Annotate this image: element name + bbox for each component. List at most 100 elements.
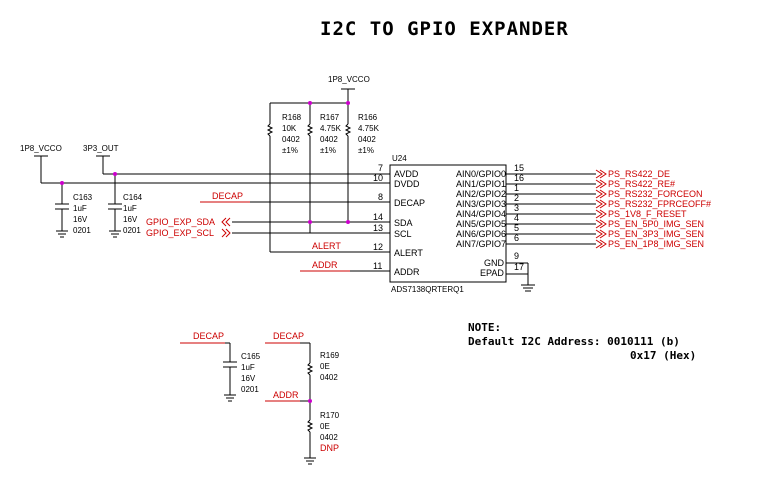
- note-heading: NOTE:: [468, 321, 501, 334]
- top-power-rail: 1P8_VCCO: [270, 75, 370, 104]
- ic-ref: U24: [392, 154, 407, 163]
- r169-package: 0402: [320, 373, 338, 382]
- pin-num-15: 15: [514, 163, 524, 173]
- output-net-2: PS_RS232_FORCEON: [608, 189, 703, 199]
- capacitor-c165: DECAP C165 1uF 16V 0201: [180, 331, 261, 402]
- pin-num-2: 2: [514, 193, 519, 203]
- output-net-7: PS_EN_1P8_IMG_SEN: [608, 239, 704, 249]
- r166-package: 0402: [358, 135, 376, 144]
- r168-ref: R168: [282, 113, 302, 122]
- pin-name-gpio1: AIN1/GPIO1: [456, 179, 506, 189]
- pin-num-9: 9: [514, 251, 519, 261]
- pin-num-17: 17: [514, 262, 524, 272]
- c163-ref: C163: [73, 193, 93, 202]
- decap-net-label-2: DECAP: [193, 331, 224, 341]
- pin-name-gpio3: AIN3/GPIO3: [456, 199, 506, 209]
- resistor-r166: R166 4.75K 0402 ±1%: [344, 103, 380, 222]
- pin-num-8: 8: [378, 192, 383, 202]
- pin-num-13: 13: [373, 223, 383, 233]
- left-3p3-label: 3P3_OUT: [83, 144, 119, 153]
- c165-voltage: 16V: [241, 374, 256, 383]
- pin-name-gpio6: AIN6/GPIO6: [456, 229, 506, 239]
- junction-dot: [308, 220, 312, 224]
- r166-tolerance: ±1%: [358, 146, 374, 155]
- decap-net: DECAP: [200, 191, 390, 203]
- ic-part-number: ADS7138QRTERQ1: [391, 285, 464, 294]
- resistor-r167: R167 4.75K 0402 ±1%: [306, 103, 342, 233]
- pin-name-gpio7: AIN7/GPIO7: [456, 239, 506, 249]
- r168-tolerance: ±1%: [282, 146, 298, 155]
- r168-value: 10K: [282, 124, 297, 133]
- pin-name-gpio2: AIN2/GPIO2: [456, 189, 506, 199]
- output-net-0: PS_RS422_DE: [608, 169, 670, 179]
- alert-net-label: ALERT: [312, 241, 341, 251]
- r169-value: 0E: [320, 362, 330, 371]
- pin-num-6: 6: [514, 233, 519, 243]
- junction-dot: [113, 172, 117, 176]
- pin-name-addr: ADDR: [394, 267, 420, 277]
- decap-net-label-3: DECAP: [273, 331, 304, 341]
- junction-dot: [346, 220, 350, 224]
- output-net-5: PS_EN_5P0_IMG_SEN: [608, 219, 704, 229]
- r170-value: 0E: [320, 422, 330, 431]
- pin-num-16: 16: [514, 173, 524, 183]
- r170-package: 0402: [320, 433, 338, 442]
- output-net-3: PS_RS232_FPRCEOFF#: [608, 199, 711, 209]
- left-vcco-label: 1P8_VCCO: [20, 144, 62, 153]
- pin-name-alert: ALERT: [394, 248, 423, 258]
- note-line-2: 0x17 (Hex): [630, 349, 696, 362]
- scl-net-label: GPIO_EXP_SCL: [146, 228, 214, 238]
- pin-name-decap: DECAP: [394, 198, 425, 208]
- output-wires: [506, 169, 607, 249]
- address-note: NOTE: Default I2C Address: 0010111 (b) 0…: [468, 321, 696, 362]
- output-net-6: PS_EN_3P3_IMG_SEN: [608, 229, 704, 239]
- pin-num-1: 1: [514, 183, 519, 193]
- junction-dot: [308, 101, 312, 105]
- c165-package: 0201: [241, 385, 259, 394]
- pin-num-10: 10: [373, 173, 383, 183]
- note-line-1: Default I2C Address: 0010111 (b): [468, 335, 680, 348]
- r167-ref: R167: [320, 113, 340, 122]
- pin-name-gpio0: AIN0/GPIO0: [456, 169, 506, 179]
- resistor-r168: R168 10K 0402 ±1%: [266, 103, 302, 233]
- left-power-rails: 1P8_VCCO 3P3_OUT: [20, 144, 390, 184]
- decap-net-label: DECAP: [212, 191, 243, 201]
- r167-tolerance: ±1%: [320, 146, 336, 155]
- addr-net-label: ADDR: [312, 260, 338, 270]
- pin-num-14: 14: [373, 212, 383, 222]
- c165-value: 1uF: [241, 363, 255, 372]
- pin-name-scl: SCL: [394, 229, 412, 239]
- output-net-4: PS_1V8_F_RESET: [608, 209, 687, 219]
- pin-num-11: 11: [373, 261, 382, 271]
- sda-net-label: GPIO_EXP_SDA: [146, 217, 215, 227]
- r169-ref: R169: [320, 351, 340, 360]
- r170-ref: R170: [320, 411, 340, 420]
- pin-name-gpio4: AIN4/GPIO4: [456, 209, 506, 219]
- c165-ref: C165: [241, 352, 261, 361]
- pin-name-epad: EPAD: [480, 268, 504, 278]
- chip-ground: [506, 262, 535, 292]
- junction-dot: [308, 399, 312, 403]
- junction-dot: [60, 181, 64, 185]
- pin-name-sda: SDA: [394, 218, 413, 228]
- top-vcco-label: 1P8_VCCO: [328, 75, 370, 84]
- r166-ref: R166: [358, 113, 378, 122]
- c164-voltage: 16V: [123, 215, 138, 224]
- pin-name-gnd: GND: [484, 258, 505, 268]
- r170-dnp: DNP: [320, 443, 339, 453]
- c164-ref: C164: [123, 193, 143, 202]
- c164-value: 1uF: [123, 204, 137, 213]
- addr-net-label-2: ADDR: [273, 390, 299, 400]
- pin-num-4: 4: [514, 213, 519, 223]
- r167-package: 0402: [320, 135, 338, 144]
- page-title: I2C TO GPIO EXPANDER: [320, 18, 569, 40]
- i2c-bus: GPIO_EXP_SDA GPIO_EXP_SCL: [146, 217, 390, 238]
- c164-package: 0201: [123, 226, 141, 235]
- c163-package: 0201: [73, 226, 91, 235]
- capacitor-c164: C164 1uF 16V 0201: [108, 174, 143, 238]
- ic-body: [389, 164, 507, 283]
- r168-package: 0402: [282, 135, 300, 144]
- pin-name-avdd: AVDD: [394, 169, 419, 179]
- c163-value: 1uF: [73, 204, 87, 213]
- junction-dot: [346, 101, 350, 105]
